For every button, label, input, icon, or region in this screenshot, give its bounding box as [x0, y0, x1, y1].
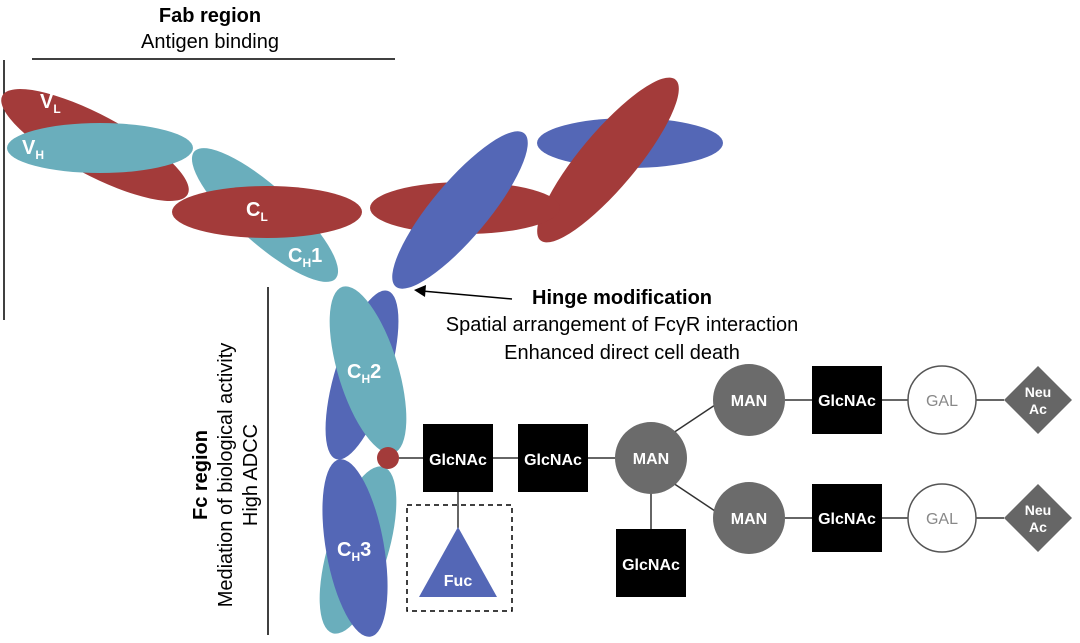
ch3-blue-domain: [322, 459, 388, 637]
gal-lower-node: [907, 483, 977, 553]
man-core-node: [615, 422, 687, 494]
glcnac-2-node: [518, 424, 588, 492]
glcnac-upper-label: GlcNAc: [818, 393, 876, 410]
ch3-label: CH3: [337, 539, 371, 564]
vh-label: VH: [22, 137, 44, 162]
ch2-label: CH2: [347, 361, 381, 386]
cl-label: CL: [246, 199, 268, 224]
fab-region-title: Fab region: [159, 5, 261, 27]
hinge-arrow-head: [414, 285, 426, 297]
neuac-upper-label-2: Ac: [1029, 401, 1047, 417]
glcnac-lower-label: GlcNAc: [818, 511, 876, 528]
hinge-title: Hinge modification: [532, 287, 712, 309]
neuac-upper-node: [1004, 366, 1072, 434]
man-upper-node: [713, 364, 785, 436]
fc-region-line-1: Mediation of biological activity: [215, 343, 237, 608]
man-upper-label: MAN: [731, 393, 767, 410]
gal-upper-label: GAL: [926, 393, 958, 410]
glcnac-1-node: [423, 424, 493, 492]
glycan-bonds: [399, 399, 1004, 530]
neuac-lower-label-1: Neu: [1025, 502, 1051, 518]
glcnac-2-label: GlcNAc: [524, 452, 582, 469]
man-lower-node: [713, 482, 785, 554]
gal-lower-label: GAL: [926, 511, 958, 528]
man-lower-label: MAN: [731, 511, 767, 528]
vh-domain: [7, 123, 193, 173]
neuac-lower-node: [1004, 484, 1072, 552]
right-ch1-domain: [392, 131, 528, 289]
glcnac-1-label: GlcNAc: [429, 452, 487, 469]
vl-label: VL: [40, 91, 61, 116]
hinge-line-1: Spatial arrangement of FcγR interaction: [446, 314, 798, 336]
glcnac-bisect-label: GlcNAc: [622, 557, 680, 574]
glcnac-upper-node: [812, 366, 882, 434]
cl-domain: [172, 186, 362, 238]
fucose-node: [419, 527, 497, 597]
hinge-line-2: Enhanced direct cell death: [504, 342, 740, 364]
fc-region-line-2: High ADCC: [240, 424, 262, 526]
neuac-lower-label-2: Ac: [1029, 519, 1047, 535]
ch1-label: CH1: [288, 245, 322, 270]
ch2-teal-domain: [329, 286, 407, 454]
neuac-upper-label-1: Neu: [1025, 384, 1051, 400]
gal-upper-node: [907, 365, 977, 435]
glcnac-lower-node: [812, 484, 882, 552]
fucose-dashed-box: [406, 504, 513, 612]
hinge-arrow-line: [421, 290, 513, 300]
man-core-label: MAN: [633, 451, 669, 468]
glycosylation-site: [377, 447, 399, 469]
glcnac-bisect-node: [616, 529, 686, 597]
right-vl-domain: [537, 77, 679, 243]
fab-region-subtitle: Antigen binding: [141, 31, 279, 53]
fc-region-title: Fc region: [190, 430, 212, 520]
fc-region-label-group: Fc region Mediation of biological activi…: [190, 343, 262, 608]
fucose-label: Fuc: [444, 573, 473, 590]
